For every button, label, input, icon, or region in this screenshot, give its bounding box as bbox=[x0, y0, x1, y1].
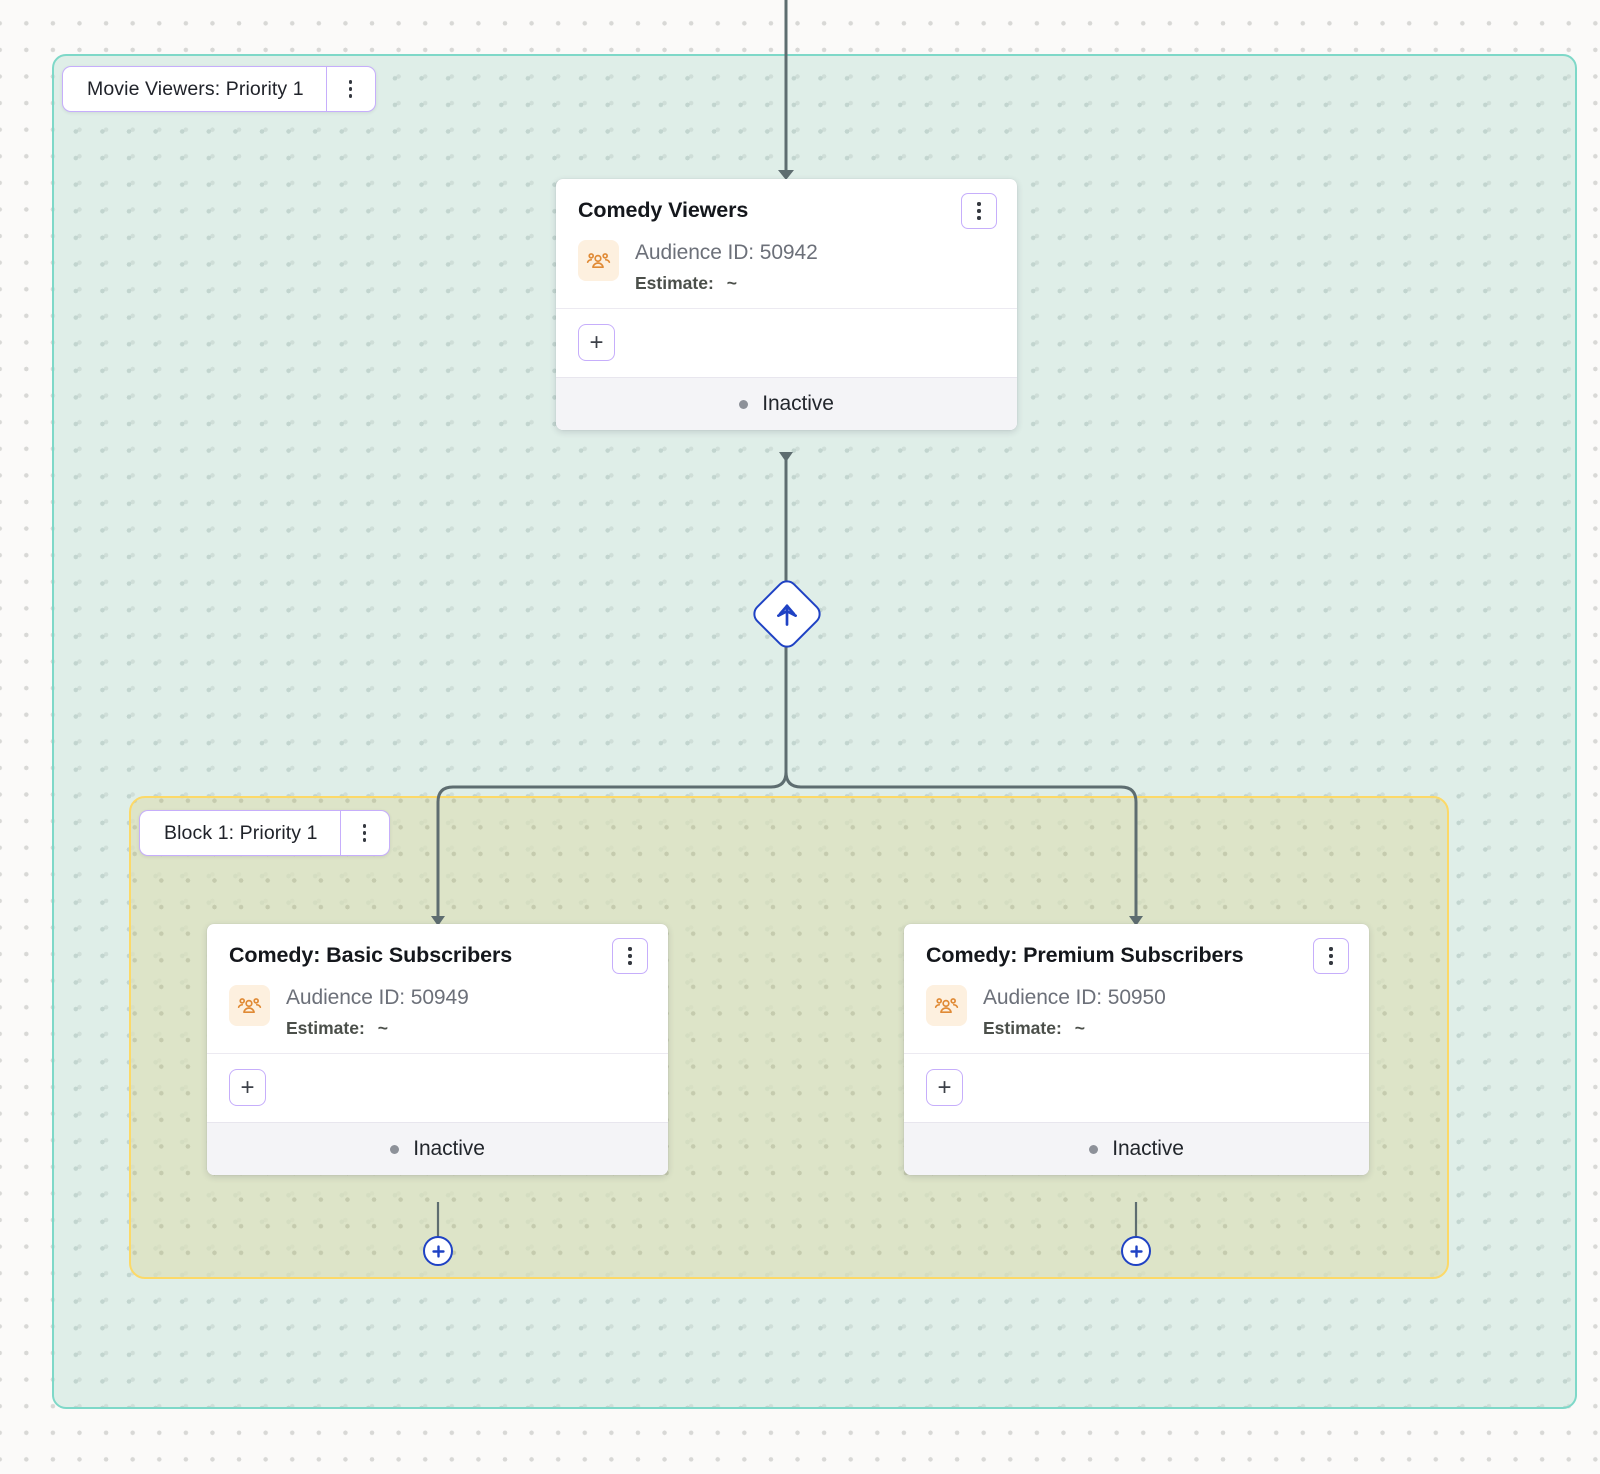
status-dot-icon bbox=[739, 399, 749, 409]
card-actions: + bbox=[207, 1053, 668, 1122]
estimate-row: Estimate: ~ bbox=[635, 273, 818, 294]
node-card-comedy-viewers[interactable]: Comedy Viewers Audience ID: 50942 bbox=[556, 179, 1017, 431]
card-info-lines: Audience ID: 50949 Estimate: ~ bbox=[286, 983, 469, 1039]
card-title: Comedy Viewers bbox=[578, 198, 749, 222]
card-body: Comedy: Premium Subscribers Audie bbox=[904, 924, 1369, 1053]
add-step-button[interactable]: + bbox=[926, 1069, 963, 1107]
add-step-button[interactable]: + bbox=[578, 324, 615, 362]
estimate-value: ~ bbox=[726, 273, 738, 294]
status-dot-icon bbox=[1089, 1144, 1099, 1154]
audience-group-icon bbox=[229, 984, 270, 1026]
kebab-dots bbox=[1329, 947, 1333, 965]
estimate-label: Estimate: bbox=[983, 1018, 1062, 1039]
card-info-lines: Audience ID: 50942 Estimate: ~ bbox=[635, 238, 818, 294]
status-badge: Inactive bbox=[762, 392, 834, 416]
card-body: Comedy: Basic Subscribers Audienc bbox=[207, 924, 668, 1053]
kebab-dots bbox=[362, 824, 367, 842]
kebab-menu-icon[interactable] bbox=[612, 938, 648, 974]
status-bar: Inactive bbox=[556, 377, 1017, 431]
status-badge: Inactive bbox=[413, 1137, 485, 1161]
status-bar: Inactive bbox=[207, 1122, 668, 1176]
card-title: Comedy: Premium Subscribers bbox=[926, 943, 1244, 967]
kebab-dots bbox=[628, 947, 632, 965]
kebab-menu-icon[interactable] bbox=[961, 193, 997, 229]
group-title-label: Block 1: Priority 1 bbox=[164, 821, 318, 844]
card-info-lines: Audience ID: 50950 Estimate: ~ bbox=[983, 983, 1166, 1039]
kebab-dots bbox=[977, 202, 981, 220]
card-info: Audience ID: 50949 Estimate: ~ bbox=[229, 983, 646, 1039]
estimate-row: Estimate: ~ bbox=[983, 1018, 1166, 1039]
kebab-menu-icon[interactable] bbox=[325, 67, 375, 111]
card-actions: + bbox=[556, 308, 1017, 377]
estimate-label: Estimate: bbox=[286, 1018, 365, 1039]
kebab-menu-icon[interactable] bbox=[339, 811, 389, 855]
audience-id-label: Audience ID: 50942 bbox=[635, 240, 818, 264]
card-title: Comedy: Basic Subscribers bbox=[229, 943, 513, 967]
estimate-value: ~ bbox=[377, 1018, 389, 1039]
audience-group-icon bbox=[578, 239, 619, 281]
status-dot-icon bbox=[390, 1144, 400, 1154]
audience-id-label: Audience ID: 50949 bbox=[286, 985, 469, 1009]
card-info: Audience ID: 50942 Estimate: ~ bbox=[578, 238, 995, 294]
group-title-block-1[interactable]: Block 1: Priority 1 bbox=[139, 810, 390, 856]
estimate-label: Estimate: bbox=[635, 273, 714, 294]
card-body: Comedy Viewers Audience ID: 50942 bbox=[556, 179, 1017, 308]
group-title-movie-viewers[interactable]: Movie Viewers: Priority 1 bbox=[62, 66, 376, 112]
kebab-menu-icon[interactable] bbox=[1313, 938, 1349, 974]
plus-circle-icon-add-after-premium[interactable] bbox=[1121, 1236, 1151, 1266]
card-actions: + bbox=[904, 1053, 1369, 1122]
status-badge: Inactive bbox=[1112, 1137, 1184, 1161]
audience-group-icon bbox=[926, 984, 967, 1026]
group-title-label: Movie Viewers: Priority 1 bbox=[87, 77, 304, 100]
audience-id-label: Audience ID: 50950 bbox=[983, 985, 1166, 1009]
add-step-button[interactable]: + bbox=[229, 1069, 266, 1107]
split-branch-icon bbox=[760, 587, 814, 641]
card-info: Audience ID: 50950 Estimate: ~ bbox=[926, 983, 1347, 1039]
plus-circle-icon-add-after-basic[interactable] bbox=[423, 1236, 453, 1266]
split-node[interactable] bbox=[748, 575, 826, 653]
status-bar: Inactive bbox=[904, 1122, 1369, 1176]
kebab-dots bbox=[349, 80, 353, 98]
node-card-comedy-premium[interactable]: Comedy: Premium Subscribers Audie bbox=[904, 924, 1369, 1176]
estimate-value: ~ bbox=[1074, 1018, 1086, 1039]
estimate-row: Estimate: ~ bbox=[286, 1018, 469, 1039]
node-card-comedy-basic[interactable]: Comedy: Basic Subscribers Audienc bbox=[207, 924, 668, 1176]
